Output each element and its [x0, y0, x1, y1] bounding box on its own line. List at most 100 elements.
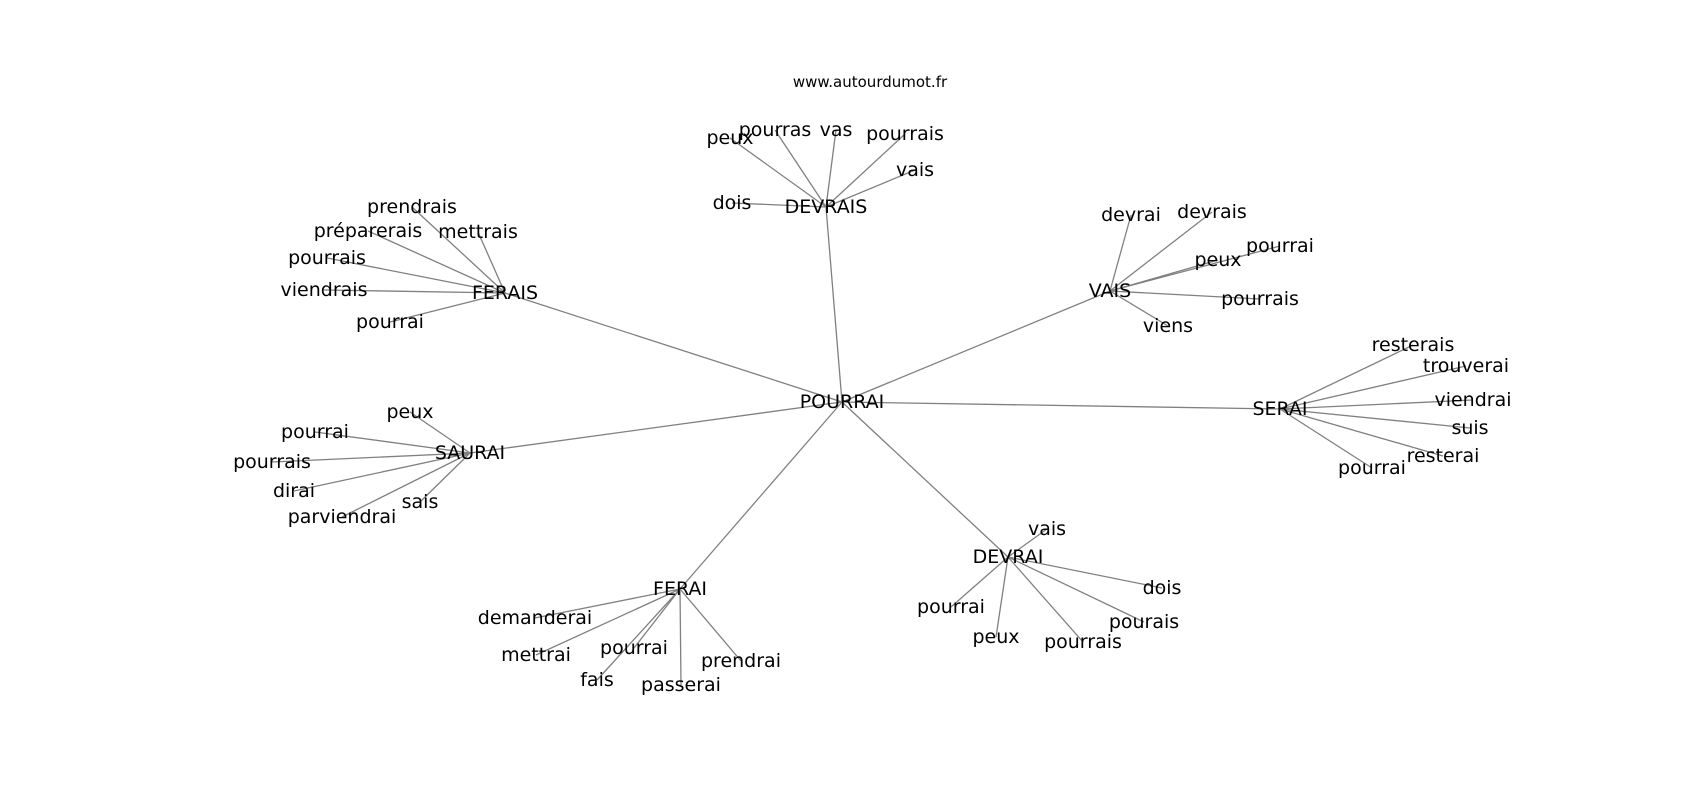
- hub-node-serai: SERAI: [1252, 398, 1307, 420]
- leaf-node: peux: [972, 626, 1019, 648]
- leaf-node: pourrais: [1221, 288, 1299, 310]
- leaf-node: dirai: [273, 480, 315, 502]
- edge-vais-leaf: [1109, 211, 1213, 292]
- hub-node-devrais: DEVRAIS: [785, 196, 868, 218]
- leaf-node: vais: [896, 159, 934, 181]
- leaf-node: parviendrai: [288, 506, 397, 528]
- leaf-node: devrais: [1177, 201, 1247, 223]
- leaf-node: resterai: [1407, 445, 1480, 467]
- leaf-node: pourrai: [600, 637, 668, 659]
- leaf-node: viendrais: [281, 279, 368, 301]
- leaf-node: peux: [706, 127, 753, 149]
- edge-saurai-leaf: [314, 431, 471, 454]
- leaf-node: fais: [580, 669, 614, 691]
- edge-ferais-leaf: [326, 257, 506, 294]
- edge-devrai-leaf: [1007, 556, 1163, 589]
- leaf-node: pourrais: [1044, 631, 1122, 653]
- edge-ferai-leaf: [534, 588, 681, 619]
- edge-ferai-leaf: [633, 588, 681, 649]
- edge-ferai-leaf: [535, 588, 681, 656]
- leaf-node: peux: [1194, 249, 1241, 271]
- leaf-node: suis: [1451, 417, 1488, 439]
- leaf-node: pourrais: [233, 451, 311, 473]
- edge-vais-leaf: [1109, 290, 1261, 300]
- leaf-node: pourrai: [1338, 457, 1406, 479]
- edge-serai-leaf: [1279, 365, 1467, 410]
- edge-center-ferais: [504, 292, 843, 403]
- leaf-node: dois: [1143, 577, 1182, 599]
- edge-saurai-leaf: [419, 452, 471, 503]
- edge-serai-leaf: [1279, 408, 1373, 469]
- leaf-node: dois: [713, 192, 752, 214]
- edge-ferais-leaf: [411, 206, 506, 294]
- edge-center-ferai: [679, 401, 843, 590]
- edge-center-devrai: [841, 401, 1009, 558]
- leaf-node: mettrai: [501, 644, 571, 666]
- leaf-node: prendrais: [367, 196, 457, 218]
- edge-center-serai: [841, 401, 1281, 410]
- leaf-node: pourrai: [356, 311, 424, 333]
- hub-node-saurai: SAURAI: [435, 442, 505, 464]
- edge-serai-leaf: [1279, 399, 1474, 410]
- leaf-node: pourrai: [1246, 235, 1314, 257]
- graph-edges: [271, 129, 1474, 686]
- leaf-node: prendrai: [701, 650, 781, 672]
- leaf-node: trouverai: [1423, 355, 1509, 377]
- edge-serai-leaf: [1279, 344, 1414, 410]
- leaf-node: pourrais: [288, 247, 366, 269]
- edge-center-devrais: [825, 206, 843, 403]
- edge-devrais-leaf: [825, 133, 906, 208]
- leaf-node: peux: [386, 401, 433, 423]
- edge-devrais-leaf: [729, 137, 827, 208]
- edge-ferais-leaf: [477, 231, 506, 294]
- leaf-node: préparerais: [314, 220, 423, 242]
- edge-ferai-leaf: [679, 588, 742, 662]
- edge-devrai-leaf: [1007, 528, 1048, 558]
- site-watermark[interactable]: www.autourdumot.fr: [793, 73, 948, 91]
- edge-ferais-leaf: [323, 289, 506, 294]
- edge-vais-leaf: [1109, 259, 1219, 292]
- edge-serai-leaf: [1279, 408, 1444, 457]
- edge-saurai-leaf: [409, 411, 471, 454]
- edge-serai-leaf: [1279, 408, 1471, 429]
- leaf-node: devrai: [1101, 204, 1161, 226]
- edge-saurai-leaf: [271, 452, 471, 463]
- leaf-node: pourrais: [866, 123, 944, 145]
- leaf-node: pourrai: [917, 596, 985, 618]
- leaf-node: viens: [1143, 315, 1193, 337]
- leaf-node: passerai: [641, 674, 721, 696]
- leaf-node: demanderai: [478, 607, 592, 629]
- leaf-node: sais: [402, 491, 439, 513]
- edge-ferai-leaf: [596, 588, 681, 681]
- edge-saurai-leaf: [293, 452, 471, 492]
- edge-devrai-leaf: [1007, 556, 1084, 643]
- edge-ferai-leaf: [679, 588, 682, 686]
- leaf-node: pourrai: [281, 421, 349, 443]
- edge-ferais-leaf: [367, 230, 506, 294]
- leaf-node: viendrai: [1434, 389, 1511, 411]
- leaf-node: vais: [1028, 518, 1066, 540]
- edge-vais-leaf: [1109, 214, 1132, 292]
- hub-node-devrai: DEVRAI: [973, 546, 1044, 568]
- edge-devrai-leaf: [995, 556, 1009, 638]
- leaf-node: pourais: [1109, 611, 1179, 633]
- edge-devrais-leaf: [825, 129, 837, 208]
- center-node: POURRAI: [800, 391, 885, 413]
- leaf-node: resterais: [1372, 334, 1455, 356]
- edge-devrais-leaf: [731, 202, 827, 208]
- hub-node-vais: VAIS: [1089, 280, 1131, 302]
- edge-center-vais: [841, 290, 1111, 403]
- leaf-node: mettrais: [438, 221, 518, 243]
- edge-devrais-leaf: [774, 129, 827, 208]
- edge-center-saurai: [469, 401, 843, 454]
- edge-devrai-leaf: [1007, 556, 1145, 623]
- hub-node-ferai: FERAI: [653, 578, 707, 600]
- hub-node-ferais: FERAIS: [472, 282, 538, 304]
- edge-saurai-leaf: [341, 452, 471, 518]
- edge-ferais-leaf: [389, 292, 506, 323]
- leaf-node: vas: [820, 119, 853, 141]
- edge-devrais-leaf: [825, 169, 916, 208]
- edge-devrai-leaf: [950, 556, 1009, 608]
